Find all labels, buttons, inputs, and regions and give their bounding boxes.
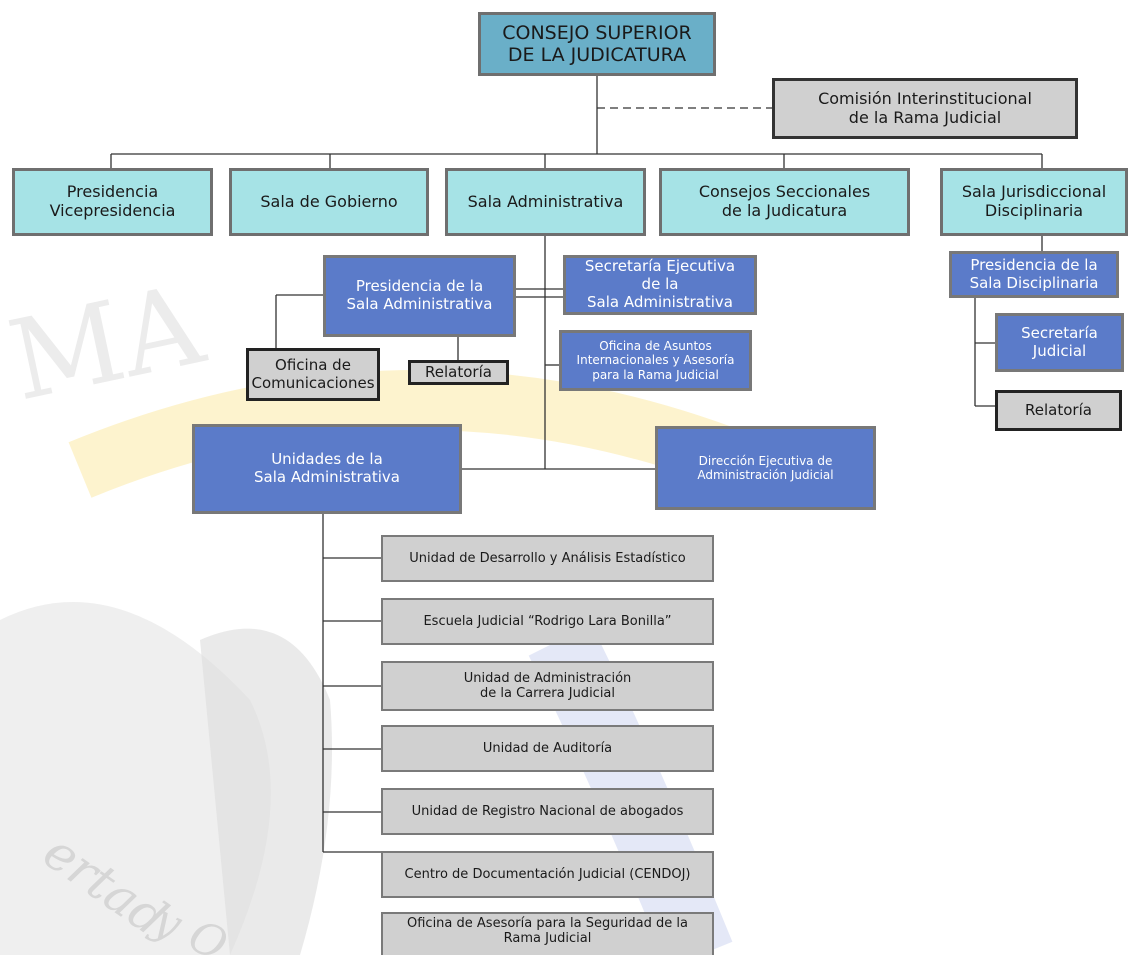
comision-interinstitucional-box: Comisión Interinstitucional de la Rama J… — [772, 78, 1078, 139]
oficina-asuntos-internacionales-label: Oficina de Asuntos Internacionales y Ase… — [576, 339, 735, 382]
oficina-comunicaciones-box: Oficina de Comunicaciones — [246, 348, 380, 401]
unit-box: Unidad de Desarrollo y Análisis Estadíst… — [381, 535, 714, 582]
oficina-asuntos-internacionales-box: Oficina de Asuntos Internacionales y Ase… — [559, 330, 752, 391]
relatoria-admin-box: Relatoría — [408, 360, 509, 385]
sala-gobierno-box: Sala de Gobierno — [229, 168, 429, 236]
consejo-superior-box: CONSEJO SUPERIOR DE LA JUDICATURA — [478, 12, 716, 76]
unit-label: Unidad de Administración de la Carrera J… — [463, 670, 632, 701]
sala-administrativa-label: Sala Administrativa — [467, 191, 624, 211]
secretaria-judicial-label: Secretaría Judicial — [1021, 323, 1098, 360]
unit-box: Centro de Documentación Judicial (CENDOJ… — [381, 851, 714, 898]
consejo-superior-label: CONSEJO SUPERIOR DE LA JUDICATURA — [502, 21, 692, 66]
unidades-sala-administrativa-label: Unidades de la Sala Administrativa — [254, 450, 400, 486]
sala-gobierno-label: Sala de Gobierno — [260, 191, 398, 211]
secretaria-ejecutiva-label: Secretaría Ejecutiva de la Sala Administ… — [584, 257, 736, 311]
secretaria-judicial-box: Secretaría Judicial — [995, 313, 1124, 372]
sala-jurisdiccional-box: Sala Jurisdiccional Disciplinaria — [940, 168, 1128, 236]
unit-label: Escuela Judicial “Rodrigo Lara Bonilla” — [423, 613, 672, 629]
unit-label: Unidad de Registro Nacional de abogados — [411, 803, 684, 819]
presidencia-vicepresidencia-box: Presidencia Vicepresidencia — [12, 168, 213, 236]
oficina-comunicaciones-label: Oficina de Comunicaciones — [251, 355, 375, 392]
sala-administrativa-box: Sala Administrativa — [445, 168, 646, 236]
unit-label: Unidad de Desarrollo y Análisis Estadíst… — [409, 550, 686, 566]
consejos-seccionales-box: Consejos Seccionales de la Judicatura — [659, 168, 910, 236]
relatoria-admin-label: Relatoría — [425, 362, 492, 381]
unit-box: Unidad de Auditoría — [381, 725, 714, 772]
unit-box: Oficina de Asesoría para la Seguridad de… — [381, 912, 714, 955]
unit-box: Escuela Judicial “Rodrigo Lara Bonilla” — [381, 598, 714, 645]
unit-label: Unidad de Auditoría — [482, 740, 613, 756]
presidencia-sala-administrativa-box: Presidencia de la Sala Administrativa — [323, 255, 516, 337]
direccion-ejecutiva-box: Dirección Ejecutiva de Administración Ju… — [655, 426, 876, 510]
unit-label: Oficina de Asesoría para la Seguridad de… — [407, 916, 688, 947]
direccion-ejecutiva-label: Dirección Ejecutiva de Administración Ju… — [697, 453, 834, 482]
presidencia-sala-administrativa-label: Presidencia de la Sala Administrativa — [346, 277, 493, 313]
presidencia-sala-disciplinaria-label: Presidencia de la Sala Disciplinaria — [969, 255, 1099, 292]
comision-interinstitucional-label: Comisión Interinstitucional de la Rama J… — [818, 88, 1032, 127]
unidades-sala-administrativa-box: Unidades de la Sala Administrativa — [192, 424, 462, 514]
consejos-seccionales-label: Consejos Seccionales de la Judicatura — [698, 182, 871, 220]
presidencia-vicepresidencia-label: Presidencia Vicepresidencia — [49, 182, 176, 220]
relatoria-disciplinaria-label: Relatoría — [1025, 400, 1092, 419]
unit-label: Centro de Documentación Judicial (CENDOJ… — [404, 866, 691, 882]
secretaria-ejecutiva-box: Secretaría Ejecutiva de la Sala Administ… — [563, 255, 757, 315]
sala-jurisdiccional-label: Sala Jurisdiccional Disciplinaria — [961, 182, 1107, 220]
presidencia-sala-disciplinaria-box: Presidencia de la Sala Disciplinaria — [949, 251, 1119, 298]
unit-box: Unidad de Administración de la Carrera J… — [381, 661, 714, 711]
unit-box: Unidad de Registro Nacional de abogados — [381, 788, 714, 835]
relatoria-disciplinaria-box: Relatoría — [995, 390, 1122, 431]
